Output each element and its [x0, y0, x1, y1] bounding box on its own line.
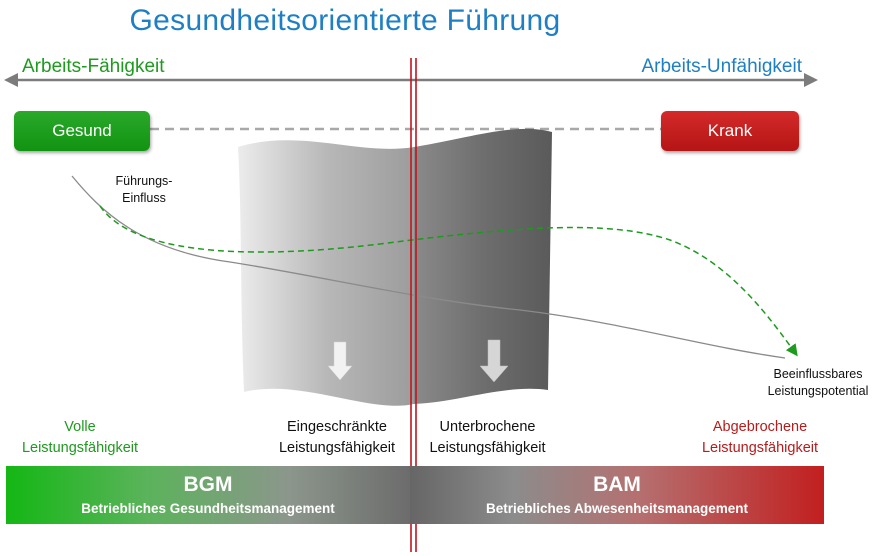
bgm-abbreviation: BGM — [183, 473, 233, 496]
leadership-influence-line1: Führungs- — [115, 174, 173, 188]
bam-abbreviation: BAM — [593, 473, 641, 496]
bgm-name: Betriebliches Gesundheitsmanagement — [81, 501, 335, 516]
bam-bar: BAM Betriebliches Abwesenheitsmanagement — [410, 466, 824, 524]
category-line1: Abgebrochene — [712, 419, 808, 435]
potential-line1: Beeinflussbares — [773, 367, 863, 381]
category-unterbrochen: Unterbrochene Leistungsfähigkeit — [420, 417, 555, 459]
potential-line2: Leistungspotential — [767, 384, 869, 398]
category-line1: Volle — [64, 419, 96, 435]
state-gesund-box: Gesund — [14, 111, 150, 151]
category-line2: Leistungsfähigkeit — [278, 440, 396, 456]
category-line2: Leistungsfähigkeit — [701, 440, 819, 456]
down-arrow-icon — [327, 341, 353, 381]
category-eingeschraenkt: Eingeschränkte Leistungsfähigkeit — [262, 417, 412, 459]
category-line1: Unterbrochene — [439, 419, 536, 435]
page-title: Gesundheitsorientierte Führung — [129, 4, 561, 37]
influence-curve — [99, 205, 798, 357]
axis-left-label: Arbeits-Fähigkeit — [22, 56, 165, 77]
axis-right-label: Arbeits-Unfähigkeit — [641, 56, 802, 77]
category-volle: Volle Leistungsfähigkeit — [0, 417, 160, 459]
potential-label: Beeinflussbares Leistungspotential — [758, 366, 878, 400]
category-line2: Leistungsfähigkeit — [429, 440, 546, 456]
category-line2: Leistungsfähigkeit — [21, 440, 139, 456]
category-line1: Eingeschränkte — [287, 419, 387, 435]
down-arrow-icon — [479, 339, 509, 383]
category-abgebrochen: Abgebrochene Leistungsfähigkeit — [680, 417, 840, 459]
bam-name: Betriebliches Abwesenheitsmanagement — [485, 501, 749, 516]
bgm-bar: BGM Betriebliches Gesundheitsmanagement — [6, 466, 410, 524]
axis-left-arrowhead-icon — [4, 73, 18, 87]
axis-right-arrowhead-icon — [804, 73, 818, 87]
state-krank-box: Krank — [661, 111, 799, 151]
leadership-influence-label: Führungs- Einfluss — [104, 173, 184, 207]
interrupted-zone-banner — [414, 128, 552, 405]
restricted-zone-banner — [238, 140, 414, 406]
leadership-influence-line2: Einfluss — [122, 191, 166, 205]
